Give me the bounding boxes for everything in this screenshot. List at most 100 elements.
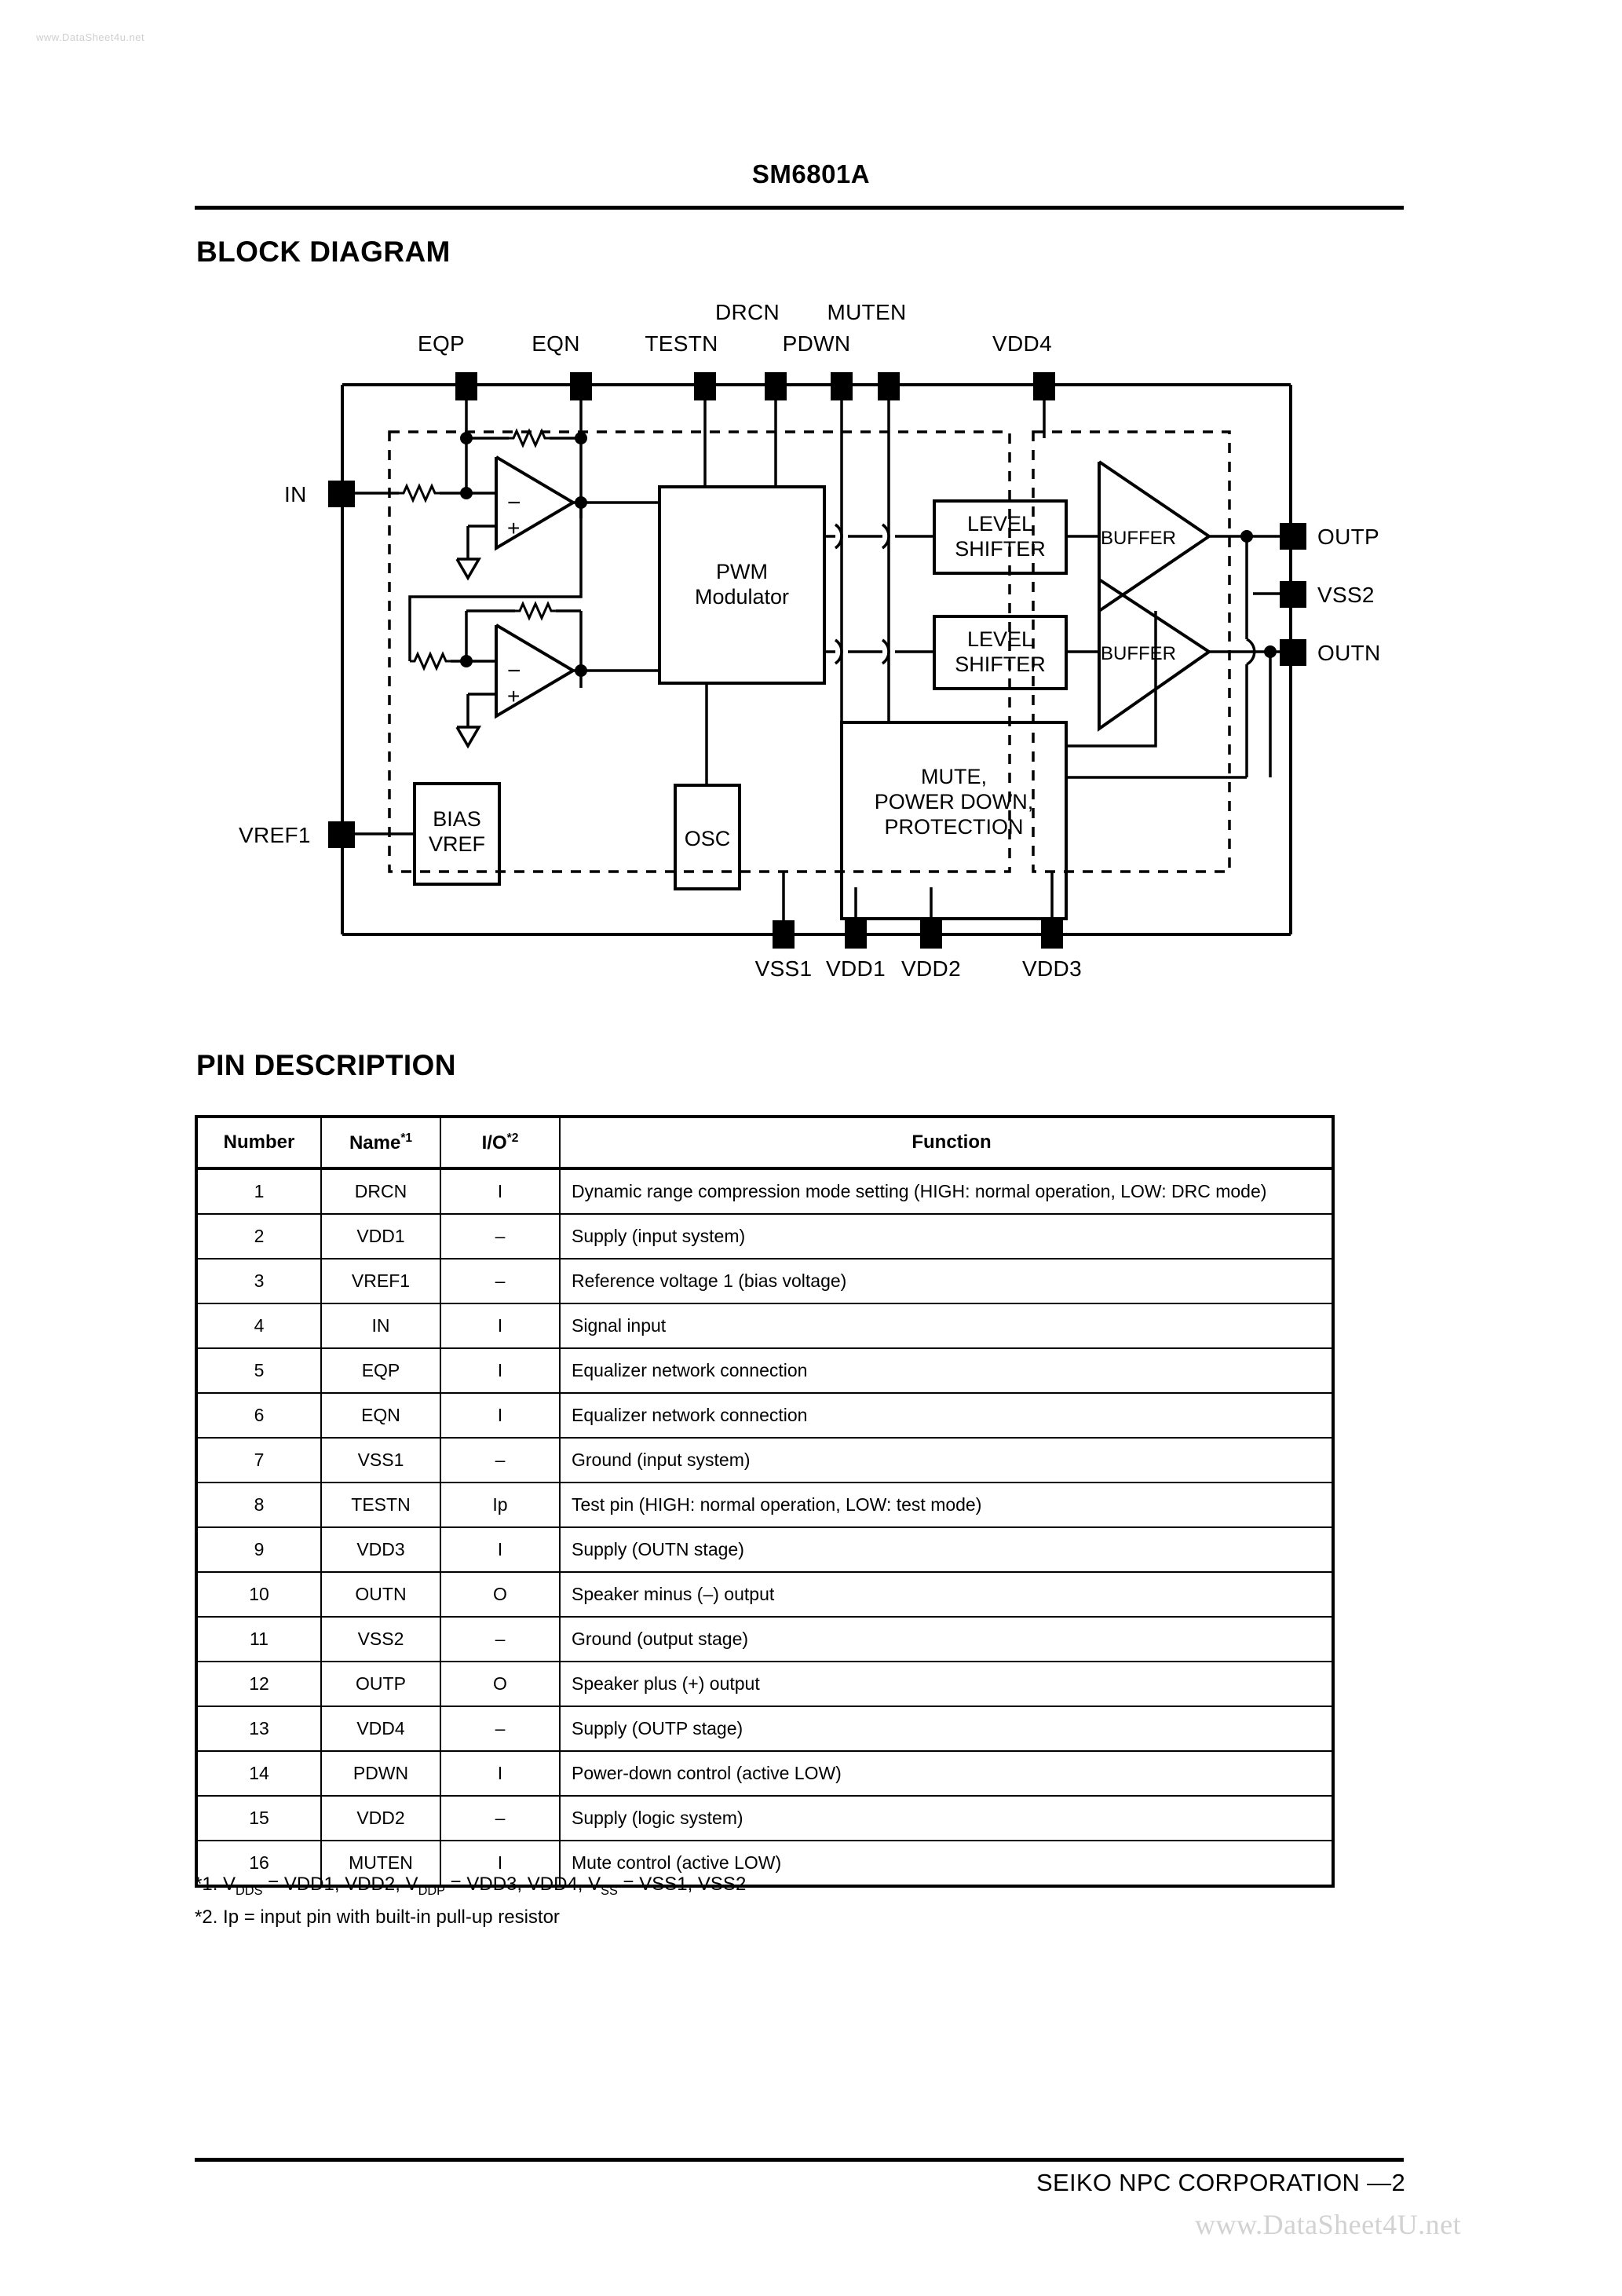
mute-label-line3: PROTECTION: [884, 815, 1023, 839]
header-function: Function: [559, 1115, 1335, 1170]
footnote-1-c: = VDD3, VDD4, V: [445, 1874, 601, 1895]
cell-function: Supply (OUTP stage): [559, 1706, 1335, 1752]
cell-io: Ip: [440, 1482, 561, 1528]
pin-label-vss2: VSS2: [1317, 583, 1375, 607]
section-heading-pin-description: PIN DESCRIPTION: [196, 1049, 456, 1081]
page-title: SM6801A: [751, 159, 871, 188]
header-name-text: Name: [349, 1132, 401, 1153]
pin-label-outn: OUTN: [1317, 641, 1381, 665]
cell-io: –: [440, 1437, 561, 1483]
header-io: I/O*2: [440, 1115, 561, 1170]
cell-io: I: [440, 1303, 561, 1349]
cell-io: –: [440, 1706, 561, 1752]
cell-function: Dynamic range compression mode setting (…: [559, 1168, 1335, 1215]
pin-label-vdd3: VDD3: [1022, 956, 1082, 981]
cell-number: 13: [195, 1706, 322, 1752]
pin-label-outp: OUTP: [1317, 525, 1379, 549]
pin-label-vdd1: VDD1: [826, 956, 886, 981]
cell-number: 16: [195, 1840, 322, 1888]
footnote-1-a: *1. V: [195, 1874, 236, 1895]
opamp2-plus: +: [507, 684, 520, 708]
cell-number: 8: [195, 1482, 322, 1528]
footnote-1: *1. VDDS = VDD1, VDD2, VDDP = VDD3, VDD4…: [195, 1874, 746, 1899]
cell-number: 4: [195, 1303, 322, 1349]
cell-name: VDD1: [320, 1213, 441, 1260]
cell-number: 10: [195, 1571, 322, 1618]
cell-name: VSS2: [320, 1616, 441, 1662]
watermark-bottom: www.DataSheet4U.net: [1195, 2209, 1462, 2240]
pin-label-drcn: DRCN: [714, 300, 780, 324]
cell-name: PDWN: [320, 1750, 441, 1797]
pin-label-vdd4: VDD4: [992, 331, 1052, 356]
cell-io: –: [440, 1616, 561, 1662]
cell-number: 6: [195, 1392, 322, 1439]
cell-name: VDD3: [320, 1526, 441, 1573]
level-shifter-1-line2: SHIFTER: [955, 537, 1046, 561]
cell-io: –: [440, 1258, 561, 1304]
cell-io: I: [440, 1840, 561, 1888]
cell-number: 15: [195, 1795, 322, 1841]
footnote-1-sub3: SS: [601, 1883, 618, 1898]
header-rule: [195, 206, 1404, 210]
pin-label-in: IN: [284, 482, 307, 506]
pin-label-vref1: VREF1: [239, 823, 311, 847]
cell-name: EQP: [320, 1347, 441, 1394]
cell-function: Speaker minus (–) output: [559, 1571, 1335, 1618]
cell-name: VDD4: [320, 1706, 441, 1752]
cell-io: O: [440, 1571, 561, 1618]
header-name-sup: *1: [400, 1131, 413, 1145]
opamp1-minus: −: [507, 490, 521, 516]
cell-name: EQN: [320, 1392, 441, 1439]
cell-function: Test pin (HIGH: normal operation, LOW: t…: [559, 1482, 1335, 1528]
cell-io: –: [440, 1213, 561, 1260]
cell-function: Reference voltage 1 (bias voltage): [559, 1258, 1335, 1304]
bias-label-line1: BIAS: [433, 807, 481, 831]
section-heading-block-diagram: BLOCK DIAGRAM: [196, 236, 451, 268]
level-shifter-2-line1: LEVEL: [967, 627, 1033, 651]
mute-label-line1: MUTE,: [921, 765, 987, 788]
table-header-row: Number Name*1 I/O*2 Function: [195, 1115, 1335, 1170]
header-io-text: I/O: [481, 1132, 507, 1153]
cell-name: OUTP: [320, 1661, 441, 1707]
pin-label-vss1: VSS1: [754, 956, 813, 981]
cell-io: I: [440, 1168, 561, 1215]
footnote-1-d: = VSS1, VSS2: [617, 1874, 747, 1895]
cell-io: I: [440, 1526, 561, 1573]
cell-function: Equalizer network connection: [559, 1347, 1335, 1394]
cell-name: TESTN: [320, 1482, 441, 1528]
cell-function: Mute control (active LOW): [559, 1840, 1335, 1888]
mute-label-line2: POWER DOWN,: [875, 790, 1034, 813]
header-name: Name*1: [320, 1115, 441, 1170]
cell-io: I: [440, 1347, 561, 1394]
cell-number: 3: [195, 1258, 322, 1304]
header-io-sup: *2: [506, 1131, 519, 1145]
cell-number: 14: [195, 1750, 322, 1797]
cell-number: 11: [195, 1616, 322, 1662]
cell-function: Signal input: [559, 1303, 1335, 1349]
footer-text: SEIKO NPC CORPORATION —2: [1036, 2169, 1405, 2196]
cell-function: Supply (input system): [559, 1213, 1335, 1260]
pwm-label-line1: PWM: [716, 560, 768, 583]
footer-rule: [195, 2158, 1404, 2162]
pin-label-vdd2: VDD2: [901, 956, 961, 981]
cell-function: Supply (OUTN stage): [559, 1526, 1335, 1573]
cell-name: VSS1: [320, 1437, 441, 1483]
pin-label-eqp: EQP: [417, 331, 466, 356]
cell-function: Power-down control (active LOW): [559, 1750, 1335, 1797]
cell-number: 7: [195, 1437, 322, 1483]
pin-label-muten: MUTEN: [827, 300, 907, 324]
cell-name: IN: [320, 1303, 441, 1349]
cell-io: I: [440, 1750, 561, 1797]
cell-name: DRCN: [320, 1168, 441, 1215]
level-shifter-1-line1: LEVEL: [967, 512, 1033, 536]
cell-function: Supply (logic system): [559, 1795, 1335, 1841]
